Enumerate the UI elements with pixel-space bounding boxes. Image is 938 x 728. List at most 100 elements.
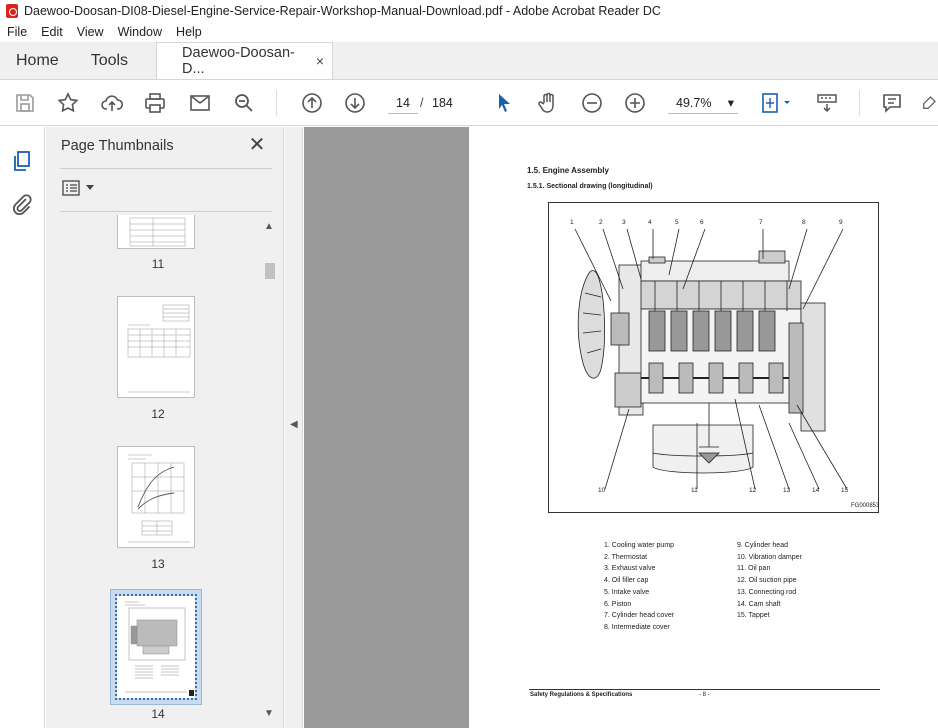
options-list-icon — [62, 180, 80, 196]
legend-item: 8. Intermediate cover — [604, 623, 670, 631]
callout-11: 11 — [691, 487, 698, 494]
page-thumbnail-13[interactable] — [117, 446, 195, 548]
legend-item: 6. Piston — [604, 600, 632, 608]
callout-6: 6 — [700, 219, 704, 226]
scroll-down-icon[interactable]: ▼ — [264, 708, 274, 719]
fit-page-icon[interactable] — [758, 90, 794, 116]
callout-2: 2 — [599, 219, 603, 226]
highlight-pen-icon[interactable] — [920, 90, 938, 116]
page-separator: / — [420, 96, 424, 110]
callout-12: 12 — [749, 487, 757, 494]
page-thumbnail-12[interactable] — [117, 296, 195, 398]
upload-cloud-icon[interactable] — [99, 90, 125, 116]
hand-pan-icon[interactable] — [535, 90, 561, 116]
section-subheading: 1.5.1. Sectional drawing (longitudinal) — [527, 183, 653, 190]
thumbnail-label-13: 13 — [151, 557, 165, 571]
page-thumbnail-11[interactable] — [117, 215, 195, 249]
menu-file[interactable]: File — [7, 25, 28, 39]
footer-page-number: - 8 - — [699, 692, 710, 698]
page-total: 184 — [432, 96, 453, 110]
zoom-level-value: 49.7% — [676, 96, 712, 110]
find-search-icon[interactable] — [231, 90, 257, 116]
callout-7: 7 — [759, 219, 763, 226]
thumbnail-label-11: 11 — [151, 257, 165, 271]
menu-bar: File Edit View Window Help — [0, 22, 938, 42]
menu-edit[interactable]: Edit — [41, 25, 63, 39]
footer-section-name: Safety Regulations & Specifications — [530, 692, 633, 698]
page-thumbnails-icon[interactable] — [10, 149, 34, 173]
callout-10: 10 — [598, 487, 606, 494]
window-title: Daewoo-Doosan-DI08-Diesel-Engine-Service… — [24, 4, 661, 18]
divider — [60, 211, 272, 212]
callout-9: 9 — [839, 219, 843, 226]
next-page-icon[interactable] — [342, 90, 368, 116]
page-thumbnail-14[interactable] — [115, 594, 197, 700]
tab-home[interactable]: Home — [16, 51, 59, 69]
thumbnail-label-12: 12 — [151, 407, 165, 421]
legend-item: 9. Cylinder head — [737, 542, 788, 549]
tab-tools[interactable]: Tools — [90, 51, 129, 69]
legend-item: 14. Cam shaft — [737, 600, 781, 608]
toolbar: 14 / 184 49.7% ▾ — [0, 80, 938, 126]
email-icon[interactable] — [187, 90, 213, 116]
menu-view[interactable]: View — [76, 25, 104, 39]
callout-3: 3 — [622, 219, 626, 226]
legend-item: 15. Tappet — [737, 612, 770, 620]
thumbnail-list: 11 12 13 14 — [60, 215, 260, 728]
callout-15: 15 — [841, 487, 849, 494]
legend-item: 2. Thermostat — [604, 553, 648, 561]
tab-close-button[interactable]: × — [315, 53, 325, 69]
callout-13: 13 — [783, 487, 791, 494]
legend-item: 13. Connecting rod — [737, 588, 797, 596]
footer-rule — [529, 689, 880, 690]
legend-item: 7. Cylinder head cover — [604, 612, 675, 620]
title-bar: Daewoo-Doosan-DI08-Diesel-Engine-Service… — [0, 0, 938, 22]
navigation-rail — [0, 127, 45, 728]
callout-4: 4 — [648, 219, 652, 226]
figure-code: FG000853 — [851, 503, 880, 509]
select-cursor-icon[interactable] — [491, 90, 517, 116]
bookmark-star-icon[interactable] — [55, 90, 81, 116]
zoom-out-icon[interactable] — [579, 90, 605, 116]
attachment-paperclip-icon[interactable] — [10, 193, 34, 217]
zoom-level-select[interactable]: 49.7% ▾ — [668, 92, 738, 114]
legend-right: 9. Cylinder head 10. Vibration damper 11… — [737, 540, 802, 622]
legend-item: 3. Exhaust valve — [604, 565, 656, 573]
legend-item: 5. Intake valve — [604, 588, 650, 596]
save-icon[interactable] — [12, 90, 38, 116]
engine-cross-section-figure — [574, 228, 848, 490]
panel-collapse-handle[interactable]: ◀ — [285, 127, 303, 728]
thumbnail-label-14: 14 — [151, 707, 165, 721]
panel-title: Page Thumbnails — [61, 138, 174, 154]
chevron-down-icon: ▾ — [727, 96, 734, 110]
callout-5: 5 — [675, 219, 679, 226]
engine-sectional-drawing: 1 2 3 4 5 6 7 8 9 10 11 12 13 14 15 — [548, 202, 879, 513]
page-number-input[interactable]: 14 — [388, 92, 418, 114]
thumbnail-options-menu[interactable] — [62, 180, 94, 196]
scrollbar-thumb[interactable] — [265, 263, 275, 279]
previous-page-icon[interactable] — [299, 90, 325, 116]
legend-item: 11. Oil pan — [737, 565, 771, 573]
comment-icon[interactable] — [879, 90, 905, 116]
scrolling-mode-icon[interactable] — [814, 90, 840, 116]
tab-document-label: Daewoo-Doosan-D... — [182, 45, 295, 77]
callout-14: 14 — [812, 487, 820, 494]
menu-window[interactable]: Window — [117, 25, 163, 39]
scroll-up-icon[interactable]: ▲ — [264, 221, 274, 232]
zoom-in-icon[interactable] — [622, 90, 648, 116]
collapse-left-icon: ◀ — [290, 419, 298, 430]
divider — [60, 168, 272, 169]
toolbar-divider — [859, 90, 860, 116]
acrobat-pdf-icon — [6, 4, 18, 18]
tab-document[interactable]: Daewoo-Doosan-D... × — [156, 42, 334, 79]
page-thumbnails-panel: Page Thumbnails ✕ 11 12 13 14 ▲ ▼ — [46, 127, 284, 728]
section-heading: 1.5. Engine Assembly — [527, 166, 609, 175]
chevron-down-icon — [86, 185, 94, 190]
menu-help[interactable]: Help — [176, 25, 202, 39]
thumbnail-scrollbar[interactable]: ▲ ▼ — [262, 219, 277, 728]
legend-left: 1. Cooling water pump 2. Thermostat 3. E… — [604, 540, 674, 634]
callout-8: 8 — [802, 219, 806, 226]
print-icon[interactable] — [142, 90, 168, 116]
panel-close-button[interactable]: ✕ — [248, 134, 266, 156]
document-view[interactable]: 1.5. Engine Assembly 1.5.1. Sectional dr… — [304, 127, 938, 728]
